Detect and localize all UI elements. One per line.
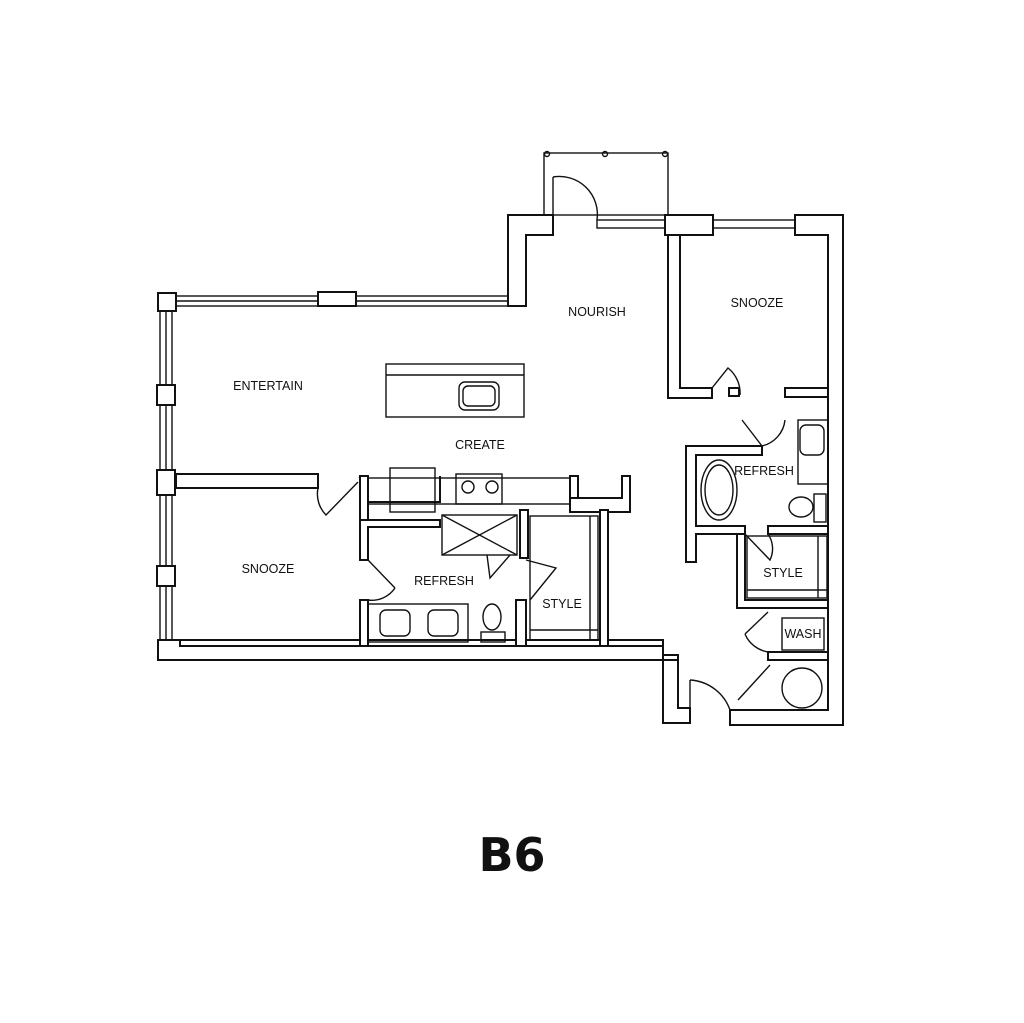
room-label-wash: WASH (784, 627, 821, 641)
room-label-style-second: STYLE (542, 597, 582, 611)
room-label-refresh-master: REFRESH (734, 464, 794, 478)
balcony (543, 150, 669, 216)
room-label-entertain: ENTERTAIN (233, 379, 303, 393)
windows (159, 219, 796, 642)
fixtures (367, 363, 829, 709)
room-label-snooze-second: SNOOZE (242, 562, 295, 576)
room-label-snooze-master: SNOOZE (731, 296, 784, 310)
room-label-style-master: STYLE (763, 566, 803, 580)
doors (316, 175, 786, 723)
unit-title: B6 (478, 828, 546, 882)
room-label-create: CREATE (455, 438, 505, 452)
room-label-refresh-second: REFRESH (414, 574, 474, 588)
room-label-nourish: NOURISH (568, 305, 626, 319)
